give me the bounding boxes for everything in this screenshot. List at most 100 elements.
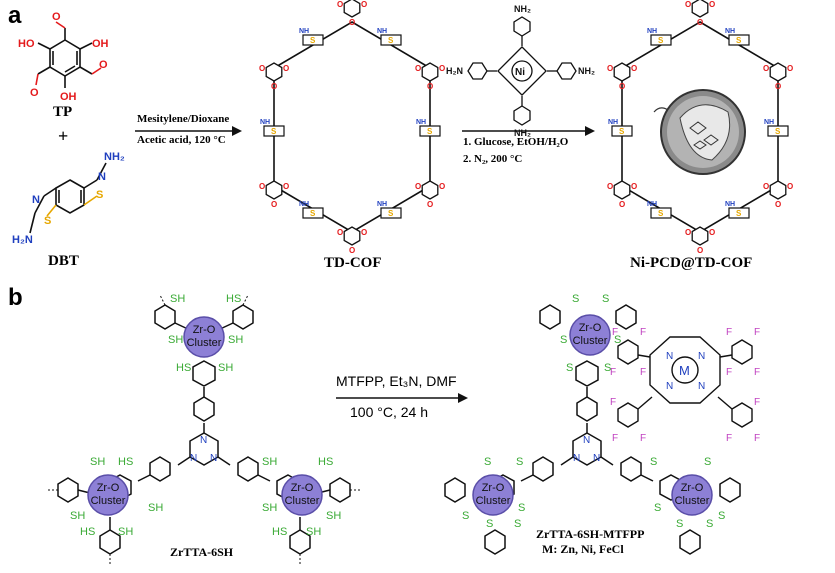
triazine-nitrogens-left: N N N (190, 435, 217, 464)
svg-text:HS: HS (80, 526, 95, 538)
cof-node-oxygen: O (361, 228, 367, 237)
cof-linker-nh: NH (377, 201, 387, 208)
cof-node-oxygen: O (439, 182, 445, 191)
tp-oxygen-top: O (52, 11, 61, 23)
svg-text:HS: HS (318, 456, 333, 468)
svg-text:F: F (754, 433, 760, 444)
cof-linker-sulfur: S (658, 36, 664, 45)
svg-text:N: N (200, 435, 207, 446)
cof-linker-sulfur: S (388, 36, 394, 45)
cof-node-oxygen: O (709, 228, 715, 237)
svg-text:S: S (704, 456, 711, 468)
tp-oxygen-left: O (30, 87, 39, 99)
cof-node-oxygen: O (271, 200, 277, 209)
tapp-nh2-bottom: NH₂ (514, 128, 531, 138)
svg-text:Cluster: Cluster (91, 495, 126, 507)
svg-text:S: S (518, 502, 525, 514)
cof-linker-benzobisthiazole (767, 125, 789, 137)
cof-node-oxygen: O (415, 64, 421, 73)
cof-node-ring (421, 180, 439, 200)
cof-node-oxygen: O (415, 182, 421, 191)
cof-linker-nh: NH (647, 28, 657, 35)
plus-sign: + (58, 126, 69, 146)
cof-node-ring (613, 62, 631, 82)
svg-text:Zr-O: Zr-O (291, 482, 314, 494)
dbt-sulfur-left: S (44, 215, 51, 227)
cof-linker-nh: NH (647, 201, 657, 208)
cof-node-ring (691, 226, 709, 246)
dbt-label: DBT (48, 253, 79, 269)
svg-text:Cluster: Cluster (187, 337, 222, 349)
cof-linker-benzobisthiazole (728, 207, 750, 219)
svg-text:S: S (514, 518, 521, 530)
svg-text:SH: SH (148, 502, 163, 514)
cof-node-oxygen: O (439, 64, 445, 73)
zr-o-cluster-left-right: Zr-O Cluster (472, 474, 514, 516)
cof-linker-nh: NH (416, 119, 426, 126)
cof-linker-benzobisthiazole (302, 34, 324, 46)
cof-linker-sulfur: S (427, 127, 433, 136)
svg-text:Cluster: Cluster (285, 495, 320, 507)
svg-text:N: N (593, 453, 600, 464)
svg-text:S: S (650, 456, 657, 468)
step1-conditions-line1: Mesitylene/Dioxane (137, 113, 230, 125)
svg-text:F: F (640, 367, 646, 378)
cof-node-oxygen: O (607, 64, 613, 73)
td-cof-framework (273, 21, 431, 233)
svg-text:SH: SH (262, 502, 277, 514)
svg-text:Zr-O: Zr-O (97, 482, 120, 494)
svg-text:F: F (612, 327, 618, 338)
svg-text:F: F (610, 367, 616, 378)
cof-linker-benzobisthiazole (728, 34, 750, 46)
cof-node-oxygen: O (271, 82, 277, 91)
cof-node-oxygen: O (619, 200, 625, 209)
cof-node-oxygen: O (607, 182, 613, 191)
cof-linker-nh: NH (725, 201, 735, 208)
cof-node-oxygen: O (631, 64, 637, 73)
svg-text:N: N (573, 453, 580, 464)
svg-text:F: F (754, 327, 760, 338)
cof-linker-nh: NH (764, 119, 774, 126)
svg-text:N: N (583, 435, 590, 446)
reaction-conditions-line1: MTFPP, Et₃N, DMF (336, 373, 457, 389)
svg-text:F: F (754, 367, 760, 378)
arrow-step2-head (585, 126, 595, 136)
cof-linker-nh: NH (299, 201, 309, 208)
cof-linker-nh: NH (608, 119, 618, 126)
svg-text:S: S (560, 334, 567, 346)
cof-linker-sulfur: S (310, 209, 316, 218)
cof-node-ring (769, 180, 787, 200)
cof-node-oxygen: O (619, 82, 625, 91)
cof-linker-sulfur: S (271, 127, 277, 136)
svg-text:Cluster: Cluster (675, 495, 710, 507)
cof-node-oxygen: O (787, 64, 793, 73)
cof-node-oxygen: O (685, 228, 691, 237)
porphyrin-nitrogens: N N N N (666, 351, 705, 392)
cof-node-oxygen: O (427, 200, 433, 209)
cof-linker-benzobisthiazole (611, 125, 633, 137)
cof-node-ring (421, 62, 439, 82)
thiol-groups-left: SH HS SH SH HS SH SH HS SH SH HS SH SH H… (70, 293, 341, 538)
cof-node-oxygen: O (763, 182, 769, 191)
cof-linker-nh: NH (299, 28, 309, 35)
tp-oh-right: OH (92, 38, 109, 50)
step1-conditions-line2: Acetic acid, 120 °C (137, 134, 226, 146)
cof-linker-sulfur: S (310, 36, 316, 45)
cof-node-oxygen: O (697, 246, 703, 255)
cof-linker-benzobisthiazole (263, 125, 285, 137)
tp-molecule (35, 21, 102, 88)
cof-linker-benzobisthiazole (419, 125, 441, 137)
dbt-nitrogen-left: N (32, 194, 40, 206)
tp-oxygen-right: O (99, 59, 108, 71)
tp-label: TP (53, 104, 73, 120)
svg-text:F: F (640, 327, 646, 338)
cof-linker-sulfur: S (658, 209, 664, 218)
svg-text:S: S (462, 510, 469, 522)
svg-text:SH: SH (262, 456, 277, 468)
cof-linker-sulfur: S (736, 209, 742, 218)
svg-text:N: N (210, 453, 217, 464)
cof-linker-sulfur: S (619, 127, 625, 136)
svg-text:F: F (640, 433, 646, 444)
svg-text:S: S (486, 518, 493, 530)
zrtta-6sh-mtfpp-label: ZrTTA-6SH-MTFPP (536, 527, 645, 541)
